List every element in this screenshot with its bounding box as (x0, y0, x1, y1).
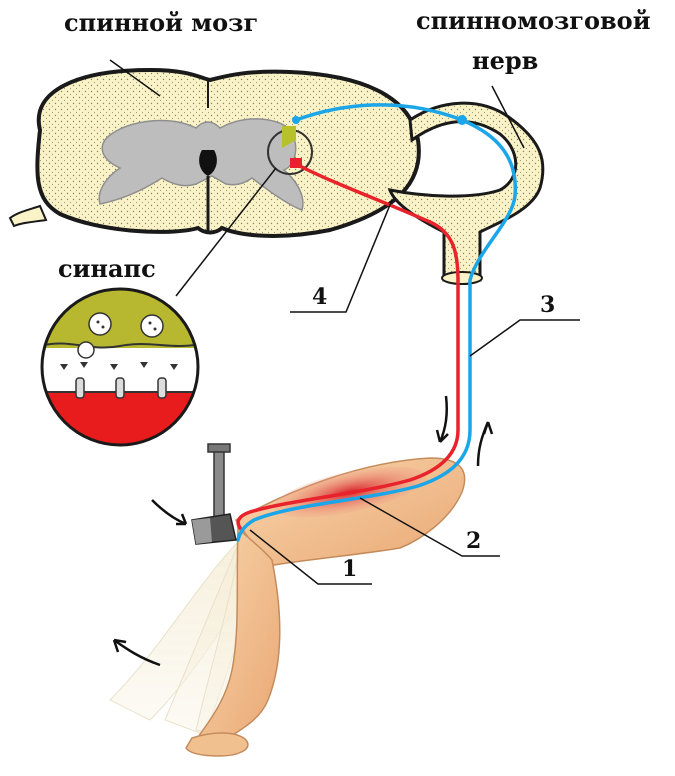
synapse-enlarged (40, 287, 200, 447)
leader-2 (359, 497, 500, 557)
label-spinal-cord: спинной мозг (64, 8, 259, 37)
spinal-cord-section (8, 67, 421, 238)
leader-1 (249, 529, 372, 585)
label-number-4: 4 (312, 284, 328, 310)
sensory-neuron-path (236, 103, 518, 542)
motion-arrows (112, 395, 494, 667)
label-number-2: 2 (466, 528, 482, 554)
leader-spinal-cord (109, 59, 161, 97)
leader-3 (469, 319, 580, 357)
leader-spinal-nerve (491, 85, 525, 149)
label-spinal-nerve-line2: нерв (472, 46, 539, 75)
leader-4 (290, 199, 393, 313)
leader-synapse (175, 167, 277, 297)
spinal-nerve (387, 101, 545, 285)
sensory-neuron-body (457, 115, 467, 125)
reflex-hammer (191, 443, 237, 545)
label-number-1: 1 (342, 556, 358, 582)
interneuron-body (292, 116, 300, 124)
leader-lines (109, 59, 580, 585)
hammer-strike-arrow (151, 499, 187, 526)
label-synapse: синапс (58, 254, 156, 283)
motor-signal-arrow (438, 395, 448, 443)
label-number-3: 3 (540, 292, 556, 318)
leg-kick-arrow (113, 638, 161, 667)
label-spinal-nerve-line1: спинномозговой (416, 6, 651, 35)
